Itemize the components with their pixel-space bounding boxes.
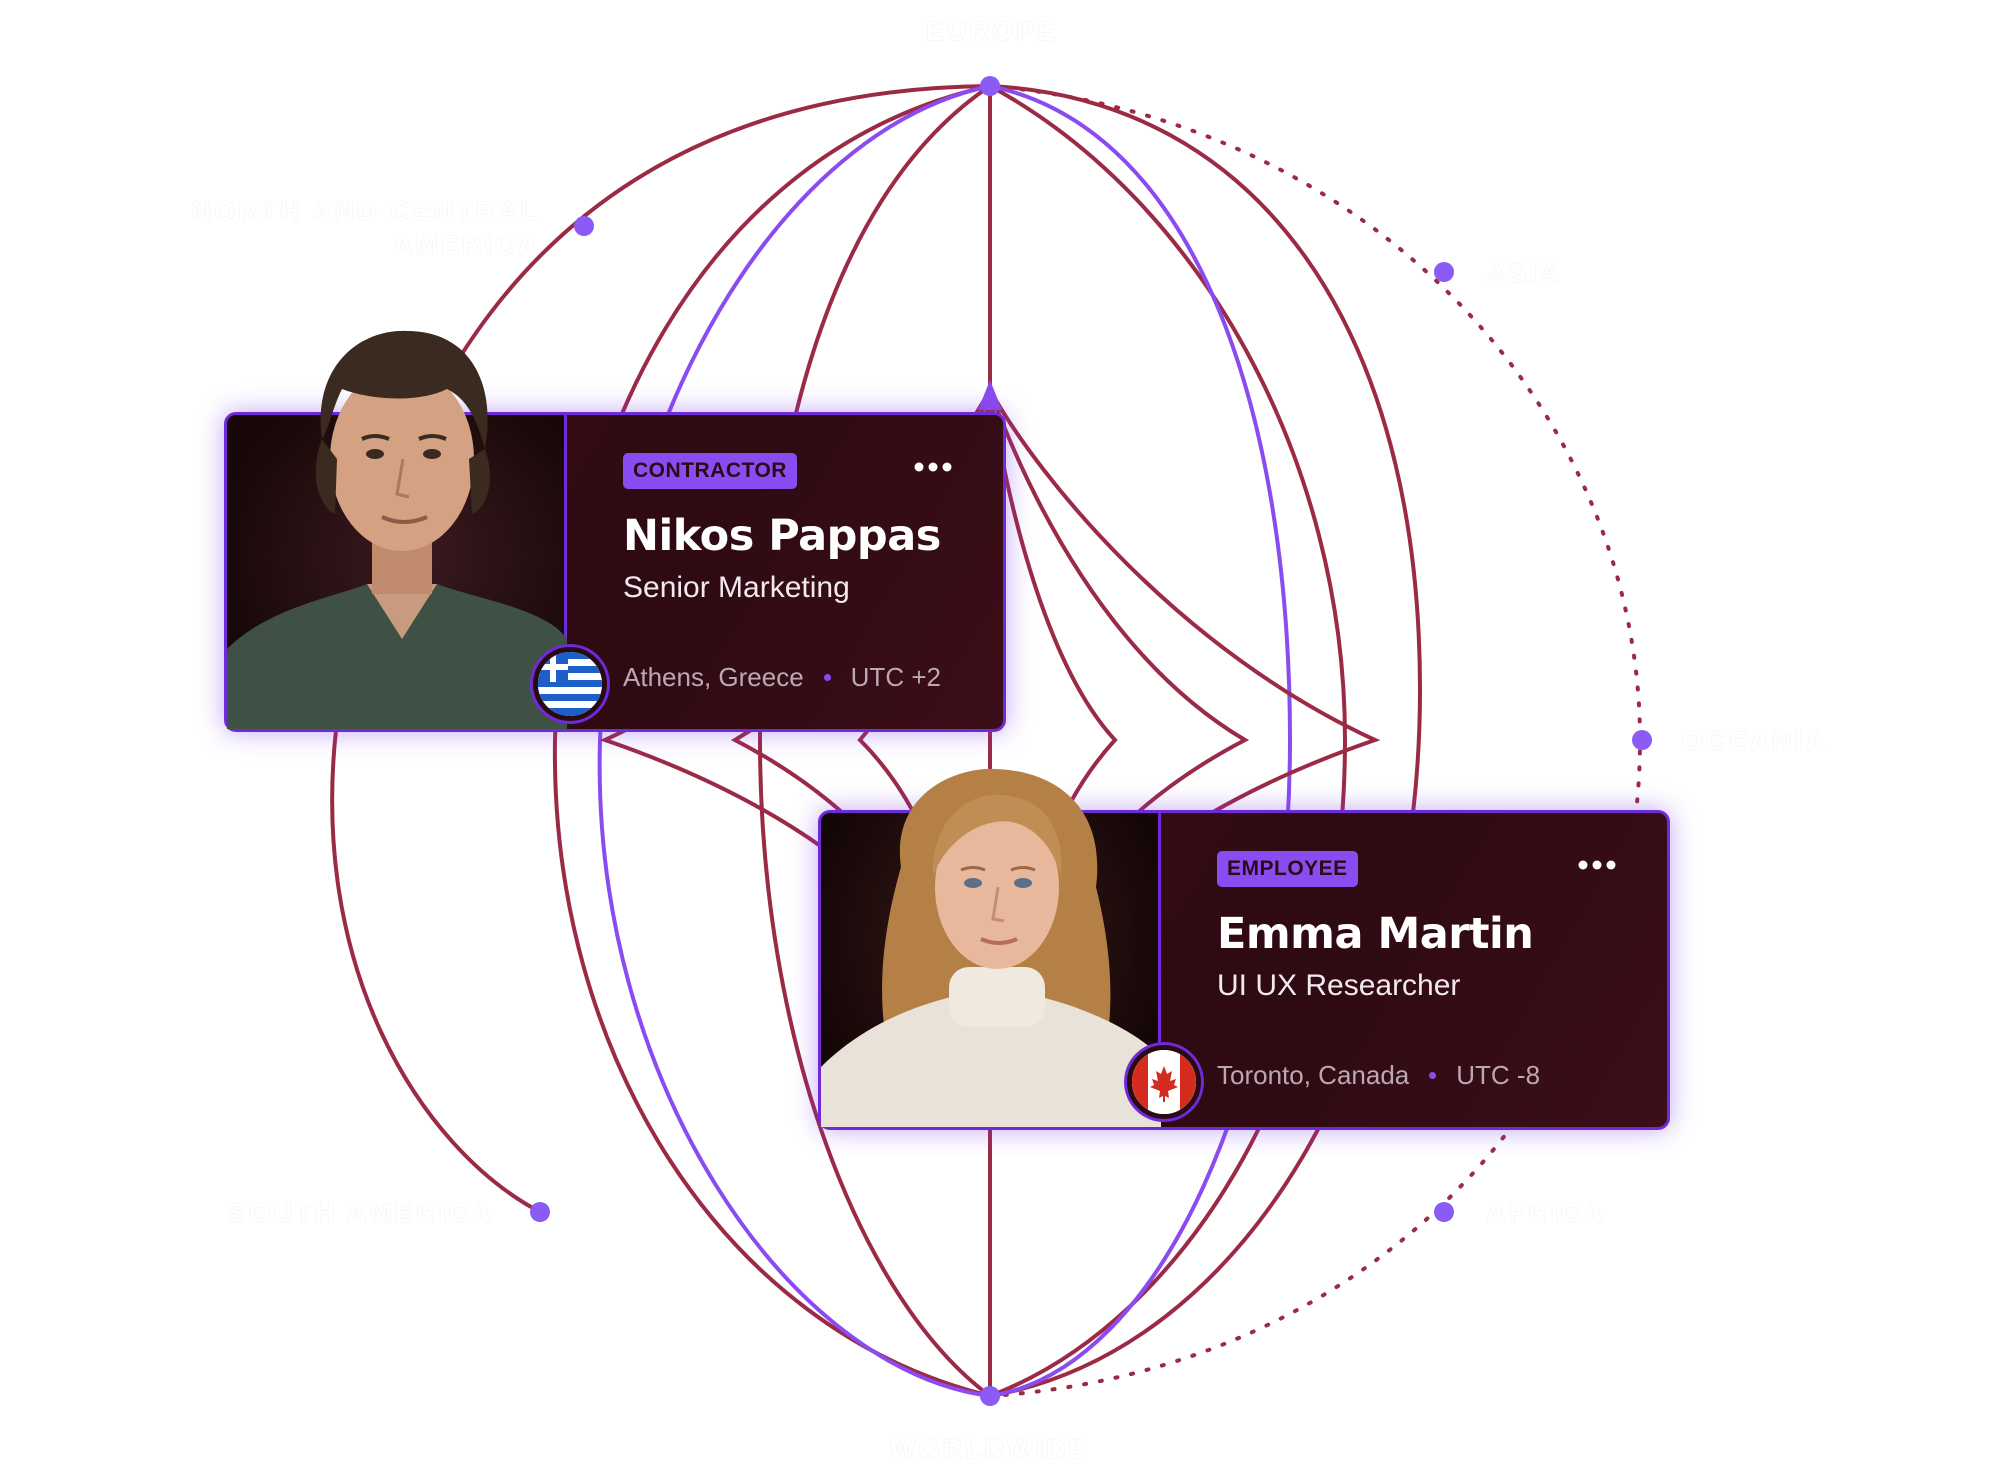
profile-info: EMPLOYEE Emma Martin UI UX Researcher To… <box>1161 813 1667 1127</box>
meridian-purple-right <box>989 84 1293 1398</box>
axis-arrow <box>978 380 1002 410</box>
portrait-woman <box>821 768 1161 1127</box>
node-worldwide <box>980 1386 1000 1406</box>
meridian-inner-1 <box>552 84 991 1398</box>
node-north-america <box>574 216 594 236</box>
profile-card-emma[interactable]: EMPLOYEE Emma Martin UI UX Researcher To… <box>818 768 1670 1130</box>
profile-location: Athens, Greece UTC +2 <box>623 662 941 693</box>
more-options-icon[interactable] <box>1577 853 1617 877</box>
profile-timezone: UTC +2 <box>850 662 941 692</box>
meridian-inner-2 <box>757 84 992 1398</box>
profile-city: Toronto, Canada <box>1217 1060 1410 1090</box>
meridian-dotted <box>988 84 1643 1398</box>
role-badge: EMPLOYEE <box>1217 851 1358 887</box>
meridian-outer-right <box>989 84 1423 1398</box>
profile-info: CONTRACTOR Nikos Pappas Senior Marketing… <box>567 415 1003 729</box>
region-label-north-central-america: NORTH AND CENTRAL AMERICA <box>190 194 540 262</box>
profile-photo <box>227 330 607 729</box>
profile-card-nikos[interactable]: CONTRACTOR Nikos Pappas Senior Marketing… <box>224 330 1006 732</box>
profile-timezone: UTC -8 <box>1456 1060 1541 1090</box>
separator-dot <box>1429 1072 1437 1079</box>
more-options-icon[interactable] <box>913 455 953 479</box>
region-label-oceania: OCEANIA <box>1682 726 1828 756</box>
canada-flag-icon <box>1127 1045 1201 1119</box>
profile-name: Nikos Pappas <box>623 511 941 561</box>
region-label-south-america: SOUTH AMERICA <box>228 1198 494 1228</box>
region-label-worldwide: WORLDWIDE <box>890 1434 1090 1464</box>
node-asia <box>1434 262 1454 282</box>
profile-location: Toronto, Canada UTC -8 <box>1217 1060 1540 1091</box>
region-label-line: AMERICA <box>393 230 540 260</box>
node-europe <box>980 76 1000 96</box>
region-label-africa: AFRICA <box>1486 1198 1606 1228</box>
region-label-asia: ASIA <box>1486 258 1563 288</box>
separator-dot <box>823 674 831 681</box>
region-label-line: NORTH AND CENTRAL <box>191 196 540 226</box>
profile-role: UI UX Researcher <box>1217 969 1461 1002</box>
greece-flag-icon <box>533 647 607 721</box>
role-badge: CONTRACTOR <box>623 453 797 489</box>
profile-role: Senior Marketing <box>623 571 850 604</box>
region-label-europe: EUROPE <box>926 16 1059 46</box>
meridian-inner-3 <box>989 84 1348 1398</box>
meridian-purple-left <box>597 84 991 1398</box>
node-africa <box>1434 1202 1454 1222</box>
node-south-america <box>530 1202 550 1222</box>
profile-photo <box>821 768 1201 1127</box>
profile-city: Athens, Greece <box>623 662 804 692</box>
portrait-man <box>227 330 567 729</box>
node-oceania <box>1632 730 1652 750</box>
profile-name: Emma Martin <box>1217 909 1534 959</box>
